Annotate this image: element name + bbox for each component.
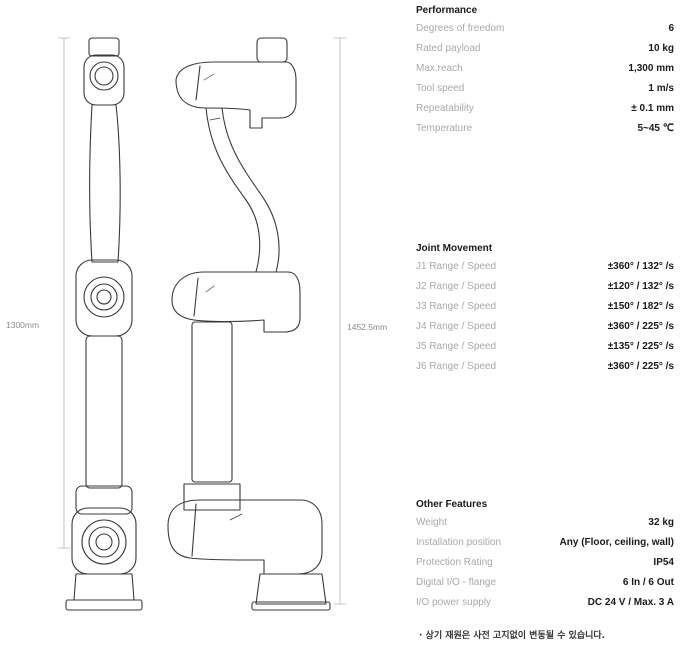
spec-value: IP54 <box>653 556 674 568</box>
spec-label: Protection Rating <box>416 556 493 568</box>
spec-row: Protection Rating IP54 <box>416 552 674 572</box>
other-features-section: Other Features Weight 32 kg Installation … <box>416 498 674 612</box>
robot-arm-illustration <box>57 37 347 611</box>
spec-value: Any (Floor, ceiling, wall) <box>559 536 674 548</box>
spec-value: ±150° / 182° /s <box>607 300 674 312</box>
spec-label: J3 Range / Speed <box>416 300 497 312</box>
spec-row: J1 Range / Speed ±360° / 132° /s <box>416 256 674 276</box>
spec-label: Repeatability <box>416 102 474 114</box>
spec-row: Weight 32 kg <box>416 512 674 532</box>
dimension-lines <box>57 37 347 605</box>
spec-row: Temperature 5~45 ℃ <box>416 118 674 138</box>
spec-row: Max.reach 1,300 mm <box>416 58 674 78</box>
spec-row: Installation position Any (Floor, ceiling… <box>416 532 674 552</box>
section-title-performance: Performance <box>416 5 478 16</box>
spec-value: 10 kg <box>648 42 674 54</box>
spec-row: J3 Range / Speed ±150° / 182° /s <box>416 296 674 316</box>
spec-label: J6 Range / Speed <box>416 360 497 372</box>
spec-label: Digital I/O - flange <box>416 576 497 588</box>
robot-front-view <box>65 37 143 611</box>
section-title-other-features: Other Features <box>416 499 488 510</box>
spec-label: Installation position <box>416 536 502 548</box>
height-dimension-right: 1452.5mm <box>347 322 388 332</box>
robot-side-view <box>167 37 331 611</box>
spec-row: J6 Range / Speed ±360° / 225° /s <box>416 356 674 376</box>
spec-value: 6 <box>668 22 674 34</box>
spec-label: J5 Range / Speed <box>416 340 497 352</box>
spec-label: J1 Range / Speed <box>416 260 497 272</box>
spec-label: Rated payload <box>416 42 481 54</box>
spec-value: ±120° / 132° /s <box>607 280 674 292</box>
spec-row: Repeatability ± 0.1 mm <box>416 98 674 118</box>
spec-label: J2 Range / Speed <box>416 280 497 292</box>
spec-value: 1 m/s <box>648 82 674 94</box>
spec-value: ±135° / 225° /s <box>607 340 674 352</box>
spec-row: Degrees of freedom 6 <box>416 18 674 38</box>
spec-row: J4 Range / Speed ±360° / 225° /s <box>416 316 674 336</box>
spec-row: Tool speed 1 m/s <box>416 78 674 98</box>
spec-label: Tool speed <box>416 82 465 94</box>
spec-value: 5~45 ℃ <box>637 122 674 134</box>
spec-row: J2 Range / Speed ±120° / 132° /s <box>416 276 674 296</box>
height-dimension-left: 1300mm <box>6 320 40 330</box>
robot-arm-drawing: 1300mm 1452.5mm <box>6 37 388 611</box>
spec-value: 32 kg <box>648 516 674 528</box>
spec-label: Weight <box>416 516 447 528</box>
joint-movement-section: Joint Movement J1 Range / Speed ±360° / 1… <box>416 242 674 376</box>
spec-row: Digital I/O - flange 6 In / 6 Out <box>416 572 674 592</box>
spec-value: 1,300 mm <box>628 62 674 74</box>
spec-value: ±360° / 225° /s <box>607 320 674 332</box>
spec-label: I/O power supply <box>416 596 492 608</box>
spec-label: Degrees of freedom <box>416 22 505 34</box>
performance-section: Performance Degrees of freedom 6 Rated pa… <box>416 4 674 138</box>
disclaimer-note: · 상기 재원은 사전 고지없이 변동될 수 있습니다. <box>419 631 606 641</box>
spec-value: DC 24 V / Max. 3 A <box>587 596 674 608</box>
spec-row: Rated payload 10 kg <box>416 38 674 58</box>
spec-value: ± 0.1 mm <box>631 102 674 114</box>
spec-label: J4 Range / Speed <box>416 320 497 332</box>
spec-row: I/O power supply DC 24 V / Max. 3 A <box>416 592 674 612</box>
spec-row: J5 Range / Speed ±135° / 225° /s <box>416 336 674 356</box>
section-title-joint-movement: Joint Movement <box>416 243 493 254</box>
spec-label: Temperature <box>416 122 473 134</box>
spec-value: ±360° / 132° /s <box>607 260 674 272</box>
spec-value: 6 In / 6 Out <box>622 576 674 588</box>
spec-value: ±360° / 225° /s <box>607 360 674 372</box>
spec-label: Max.reach <box>416 62 463 74</box>
